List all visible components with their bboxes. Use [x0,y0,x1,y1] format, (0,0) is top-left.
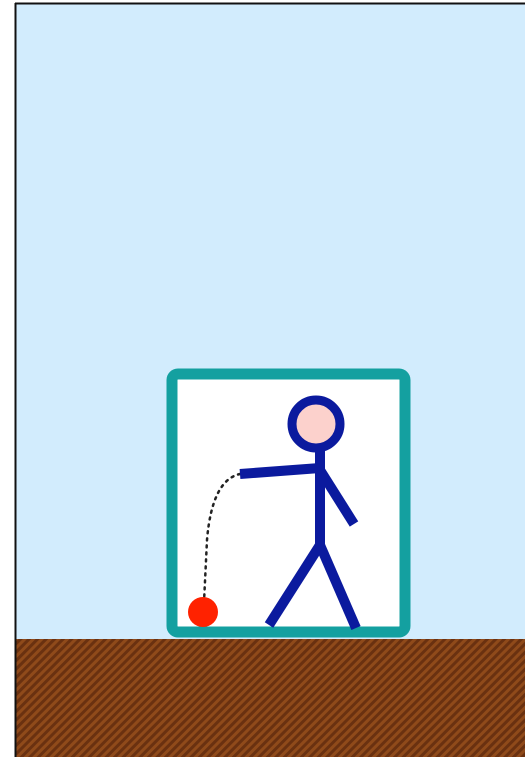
person-arm-extended [240,468,320,474]
ground [15,639,525,757]
ball [188,597,218,627]
person-head [292,400,340,448]
